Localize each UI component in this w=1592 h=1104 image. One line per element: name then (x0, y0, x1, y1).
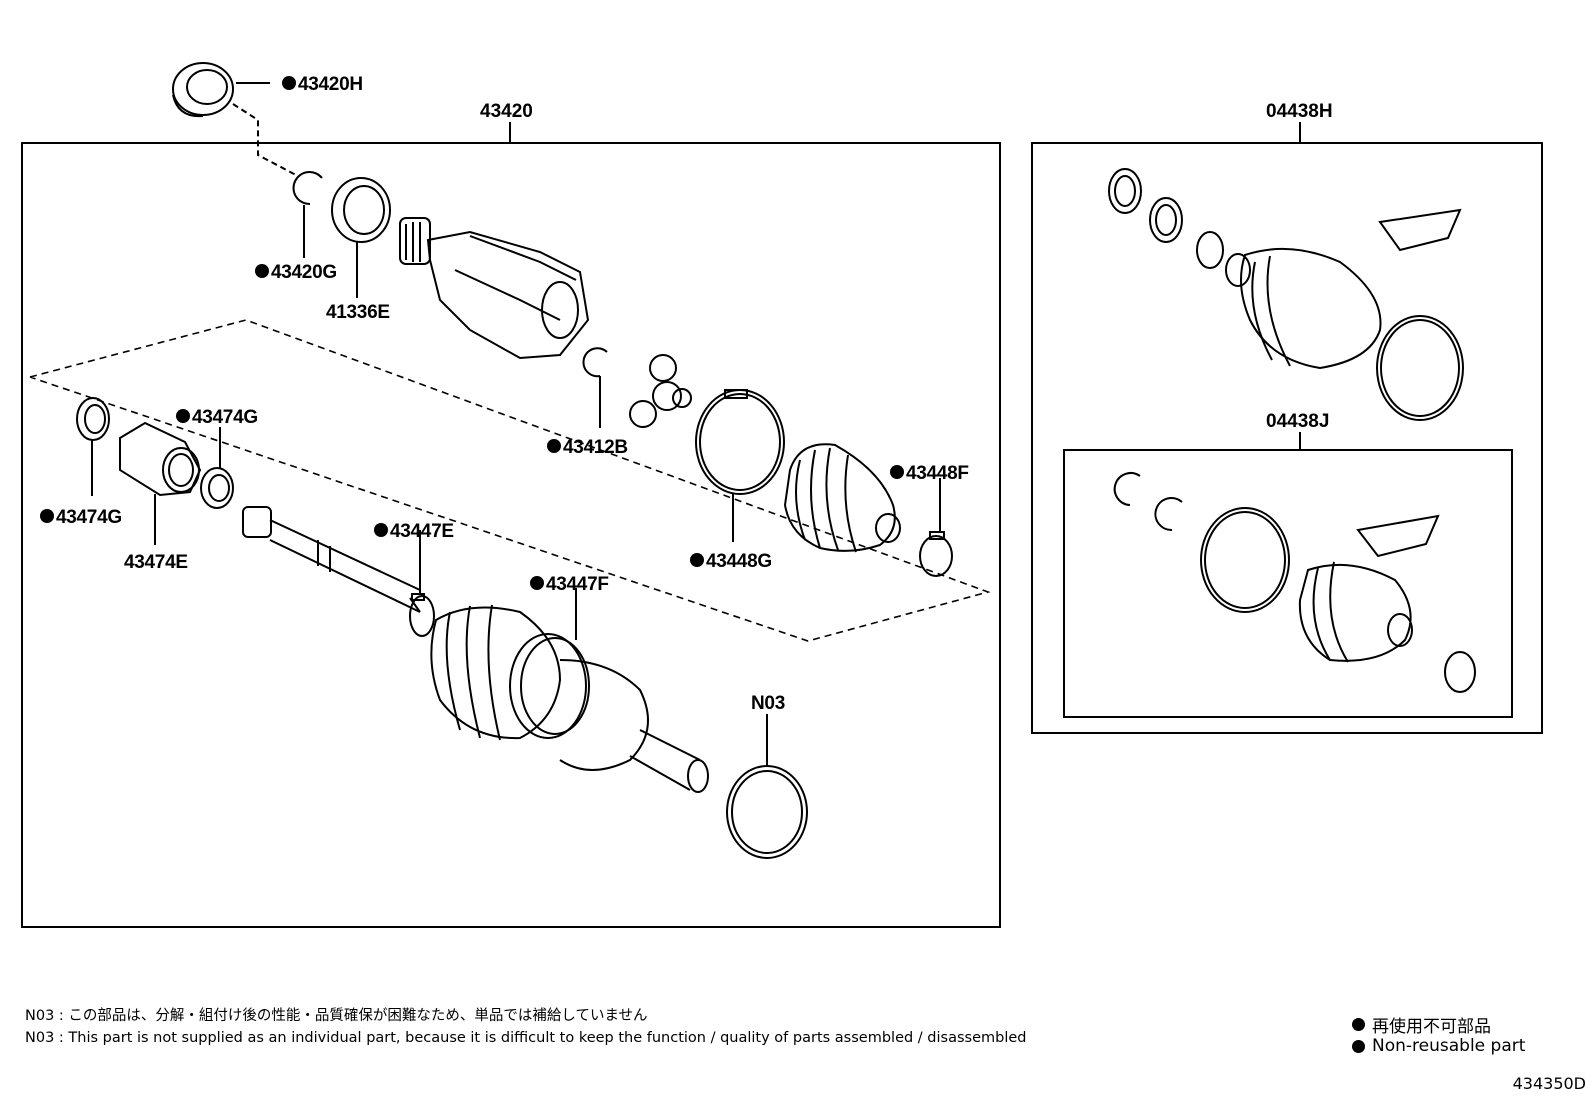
filled-circle-icon (176, 409, 190, 423)
non-reusable-markers (40, 76, 904, 590)
label-04438H: 04438H (1266, 101, 1333, 122)
label-43420G: 43420G (271, 262, 337, 283)
legend-japanese-text: 再使用不可部品 (1372, 1017, 1491, 1037)
snap-ring-43420G-part (292, 171, 323, 206)
filled-circle-icon (890, 465, 904, 479)
label-41336E: 41336E (326, 302, 390, 323)
label-43474E: 43474E (124, 552, 188, 573)
inboard-joint-housing-part (399, 217, 590, 360)
label-43420: 43420 (480, 101, 533, 122)
label-43448F: 43448F (906, 463, 969, 484)
filled-circle-icon (690, 553, 704, 567)
filled-circle-icon (1352, 1039, 1365, 1053)
filled-circle-icon (530, 576, 544, 590)
clamp-43448G-part (695, 389, 785, 495)
label-43474G-upper: 43474G (192, 407, 258, 428)
ring-43474G-upper-part (200, 467, 234, 509)
label-43420H: 43420H (298, 74, 363, 95)
outboard-joint-part (430, 604, 709, 793)
label-43447E: 43447E (390, 521, 454, 542)
label-N03: N03 (751, 693, 785, 714)
ring-N03-part (726, 765, 808, 859)
filled-circle-icon (255, 264, 269, 278)
kit-04438J-frame (1063, 449, 1513, 718)
bearing-43474E-part (119, 421, 202, 497)
label-43448G: 43448G (706, 551, 772, 572)
assembly-43420-frame (21, 142, 1001, 928)
seal-41336E-part (331, 177, 391, 243)
inboard-set-dashed-outline (29, 319, 991, 642)
tripod-joint-part (629, 354, 692, 428)
kit-04438H-frame (1031, 142, 1543, 734)
filled-circle-icon (40, 509, 54, 523)
legend-english-text: Non-reusable part (1372, 1036, 1526, 1056)
seal-43420H-part (172, 62, 234, 118)
filled-circle-icon (374, 523, 388, 537)
diagram-code: 434350D (1512, 1074, 1586, 1093)
filled-circle-icon (282, 76, 296, 90)
label-43412B: 43412B (563, 437, 628, 458)
note-N03-japanese: N03 : この部品は、分解・組付け後の性能・品質確保が困難なため、単品では補給… (25, 1008, 648, 1024)
filled-circle-icon (547, 439, 561, 453)
filled-circle-icon (1352, 1018, 1365, 1031)
label-04438J: 04438J (1266, 411, 1329, 432)
note-N03-english: N03 : This part is not supplied as an in… (25, 1030, 1027, 1046)
legend-japanese: 再使用不可部品 (1352, 1012, 1491, 1037)
clamp-43448F-part (919, 531, 953, 577)
label-43474G-lower: 43474G (56, 507, 122, 528)
drive-shaft-part (242, 506, 421, 613)
snap-ring-43412B-part (582, 347, 608, 378)
clamp-43447E-part (409, 593, 435, 637)
legend-english: Non-reusable part (1352, 1036, 1525, 1056)
inboard-boot-43448F-part (783, 443, 901, 553)
label-43447F: 43447F (546, 574, 609, 595)
kit-04438H-parts (1108, 168, 1464, 421)
kit-04438J-parts (1113, 472, 1476, 693)
ring-43474G-lower-part (76, 397, 110, 441)
